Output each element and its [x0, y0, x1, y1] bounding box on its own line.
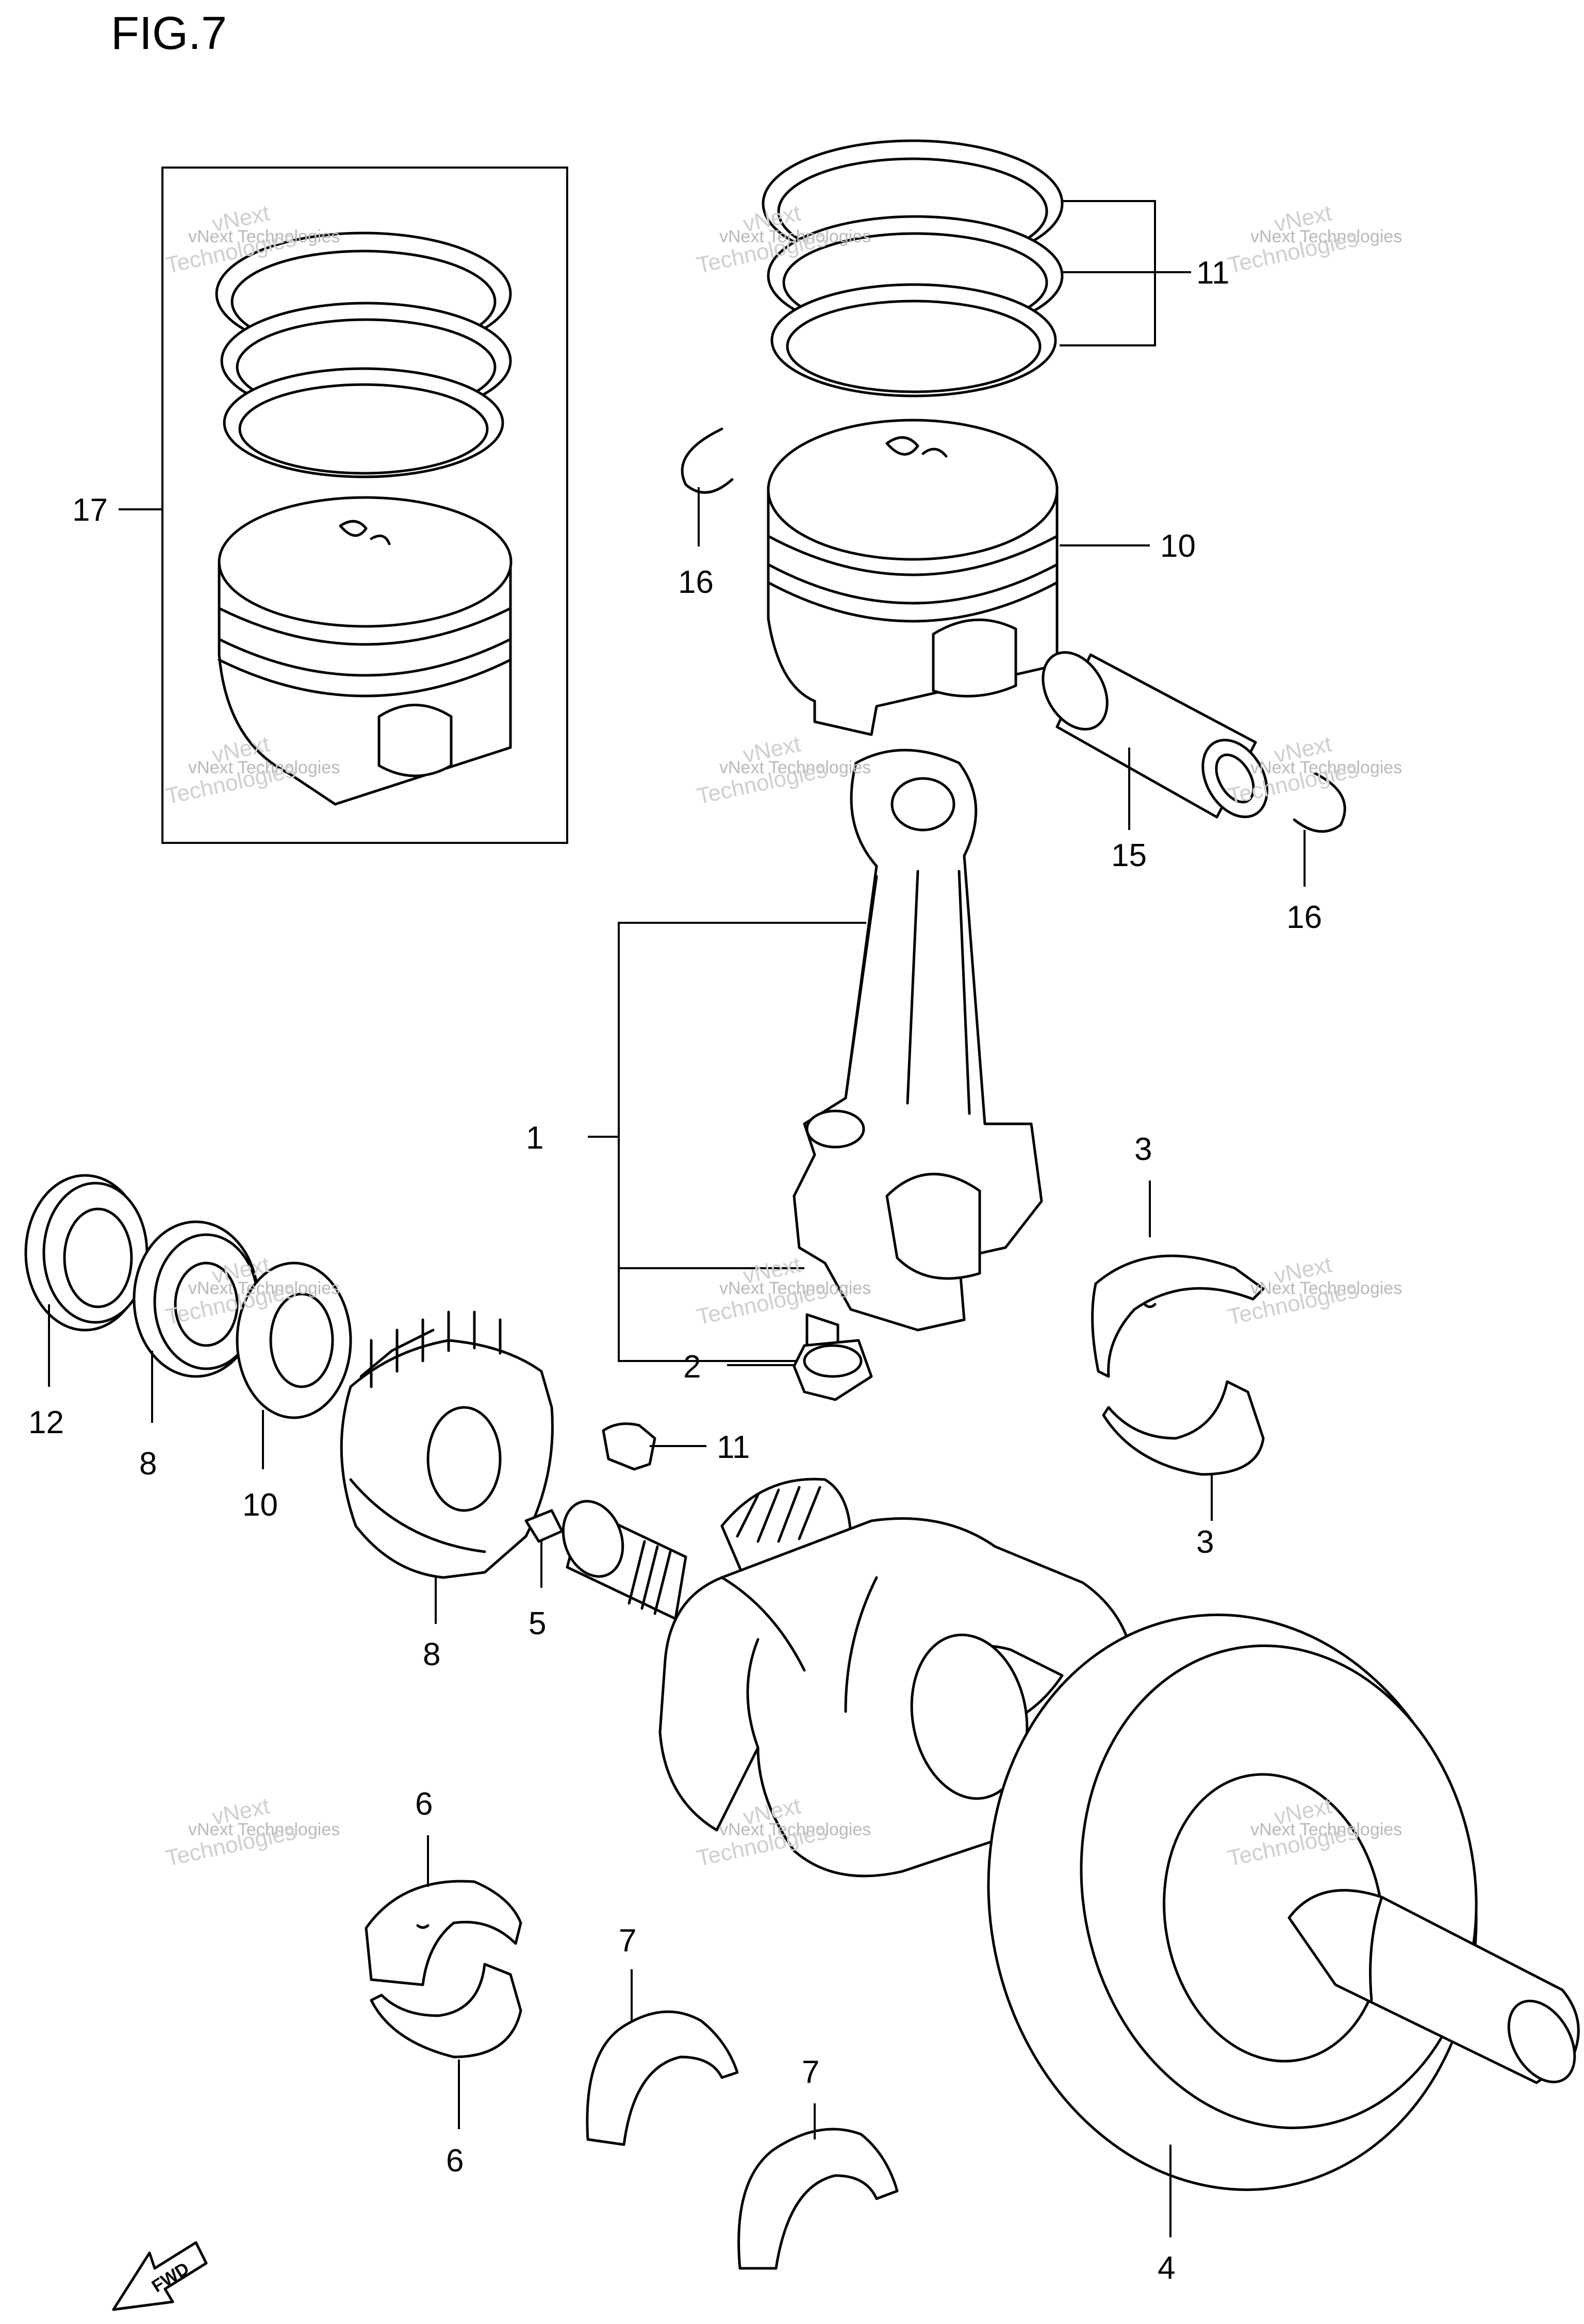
part-16-circlip-top: [681, 427, 734, 494]
svg-text:vNext Technologies: vNext Technologies: [188, 758, 340, 777]
callout-14: 11: [1196, 255, 1229, 291]
callout-3-bottom: 3: [1196, 1524, 1214, 1560]
part-9-spacer: [133, 1220, 259, 1378]
svg-text:vNext Technologies: vNext Technologies: [719, 1820, 871, 1839]
svg-text:vNext Technologies: vNext Technologies: [188, 227, 340, 246]
svg-text:vNext Technologies: vNext Technologies: [719, 1279, 871, 1298]
part-13-piston: [767, 419, 1059, 736]
part-2-nut: [793, 1313, 873, 1401]
callout-7-bottom: 7: [802, 2054, 819, 2090]
part-17-piston-ring-kit: [161, 167, 568, 844]
callout-16-right: 16: [1286, 900, 1322, 935]
part-6-main-bearing-upper: [365, 1880, 522, 1986]
callout-8-text: 8: [423, 1637, 440, 1672]
fwd-direction-arrow: FWD: [112, 2241, 208, 2311]
svg-text:vNext Technologies: vNext Technologies: [1250, 227, 1402, 246]
callout-12: 12: [28, 1405, 64, 1440]
part-8-primary-gear: [340, 1310, 554, 1579]
part-11-key: [602, 1422, 656, 1471]
part-10-washer: [236, 1261, 352, 1419]
svg-text:vNext Technologies: vNext Technologies: [719, 227, 871, 246]
callout-2: 2: [683, 1349, 701, 1385]
watermark: vNext Technologies vNext Technologies: [1226, 200, 1402, 278]
part-12-oil-seal: [24, 1174, 148, 1332]
part-7-thrust-washer-a: [586, 2010, 739, 2146]
watermark: vNext Technologies vNext Technologies: [163, 1793, 340, 1871]
callout-10-text: 10: [242, 1487, 278, 1523]
svg-text:vNext Technologies: vNext Technologies: [188, 1279, 340, 1298]
part-6-main-bearing-lower: [370, 1963, 522, 2059]
callout-16-top: 16: [678, 565, 714, 600]
part-14-piston-rings: [762, 139, 1064, 397]
callout-15: 15: [1111, 838, 1147, 873]
callout-17: 17: [72, 492, 108, 528]
part-16-circlip-right: [1293, 772, 1346, 833]
part-7-thrust-washer-b: [737, 2128, 899, 2270]
callout-6-bottom: 6: [446, 2143, 464, 2179]
svg-text:vNext Technologies: vNext Technologies: [1250, 1820, 1402, 1839]
watermark: vNext Technologies vNext Technologies: [695, 731, 871, 809]
callout-4: 4: [1158, 2250, 1175, 2286]
callout-1: 1: [526, 1120, 543, 1156]
part-3-conrod-bearing-lower: [1102, 1380, 1265, 1476]
callout-7-top: 7: [619, 1923, 636, 1958]
callout-13: 10: [1160, 528, 1196, 564]
svg-text:vNext Technologies: vNext Technologies: [188, 1820, 340, 1839]
svg-text:vNext Technologies: vNext Technologies: [719, 758, 871, 777]
callout-3-top: 3: [1134, 1132, 1152, 1167]
watermark: vNext Technologies vNext Technologies: [1226, 1252, 1402, 1330]
part-4-crankshaft: [562, 1478, 1580, 2191]
callout-11-text: 11: [717, 1430, 750, 1465]
part-3-conrod-bearing-upper: [1091, 1254, 1265, 1378]
callout-5: 5: [529, 1606, 546, 1641]
callout-9: 8: [139, 1446, 157, 1482]
svg-text:vNext Technologies: vNext Technologies: [1250, 1279, 1402, 1298]
svg-text:vNext Technologies: vNext Technologies: [1250, 758, 1402, 777]
callout-6-top: 6: [415, 1786, 433, 1822]
part-15-piston-pin: [1042, 651, 1268, 819]
part-1-connecting-rod: [793, 749, 1043, 1332]
figure-title: FIG.7: [111, 8, 227, 59]
